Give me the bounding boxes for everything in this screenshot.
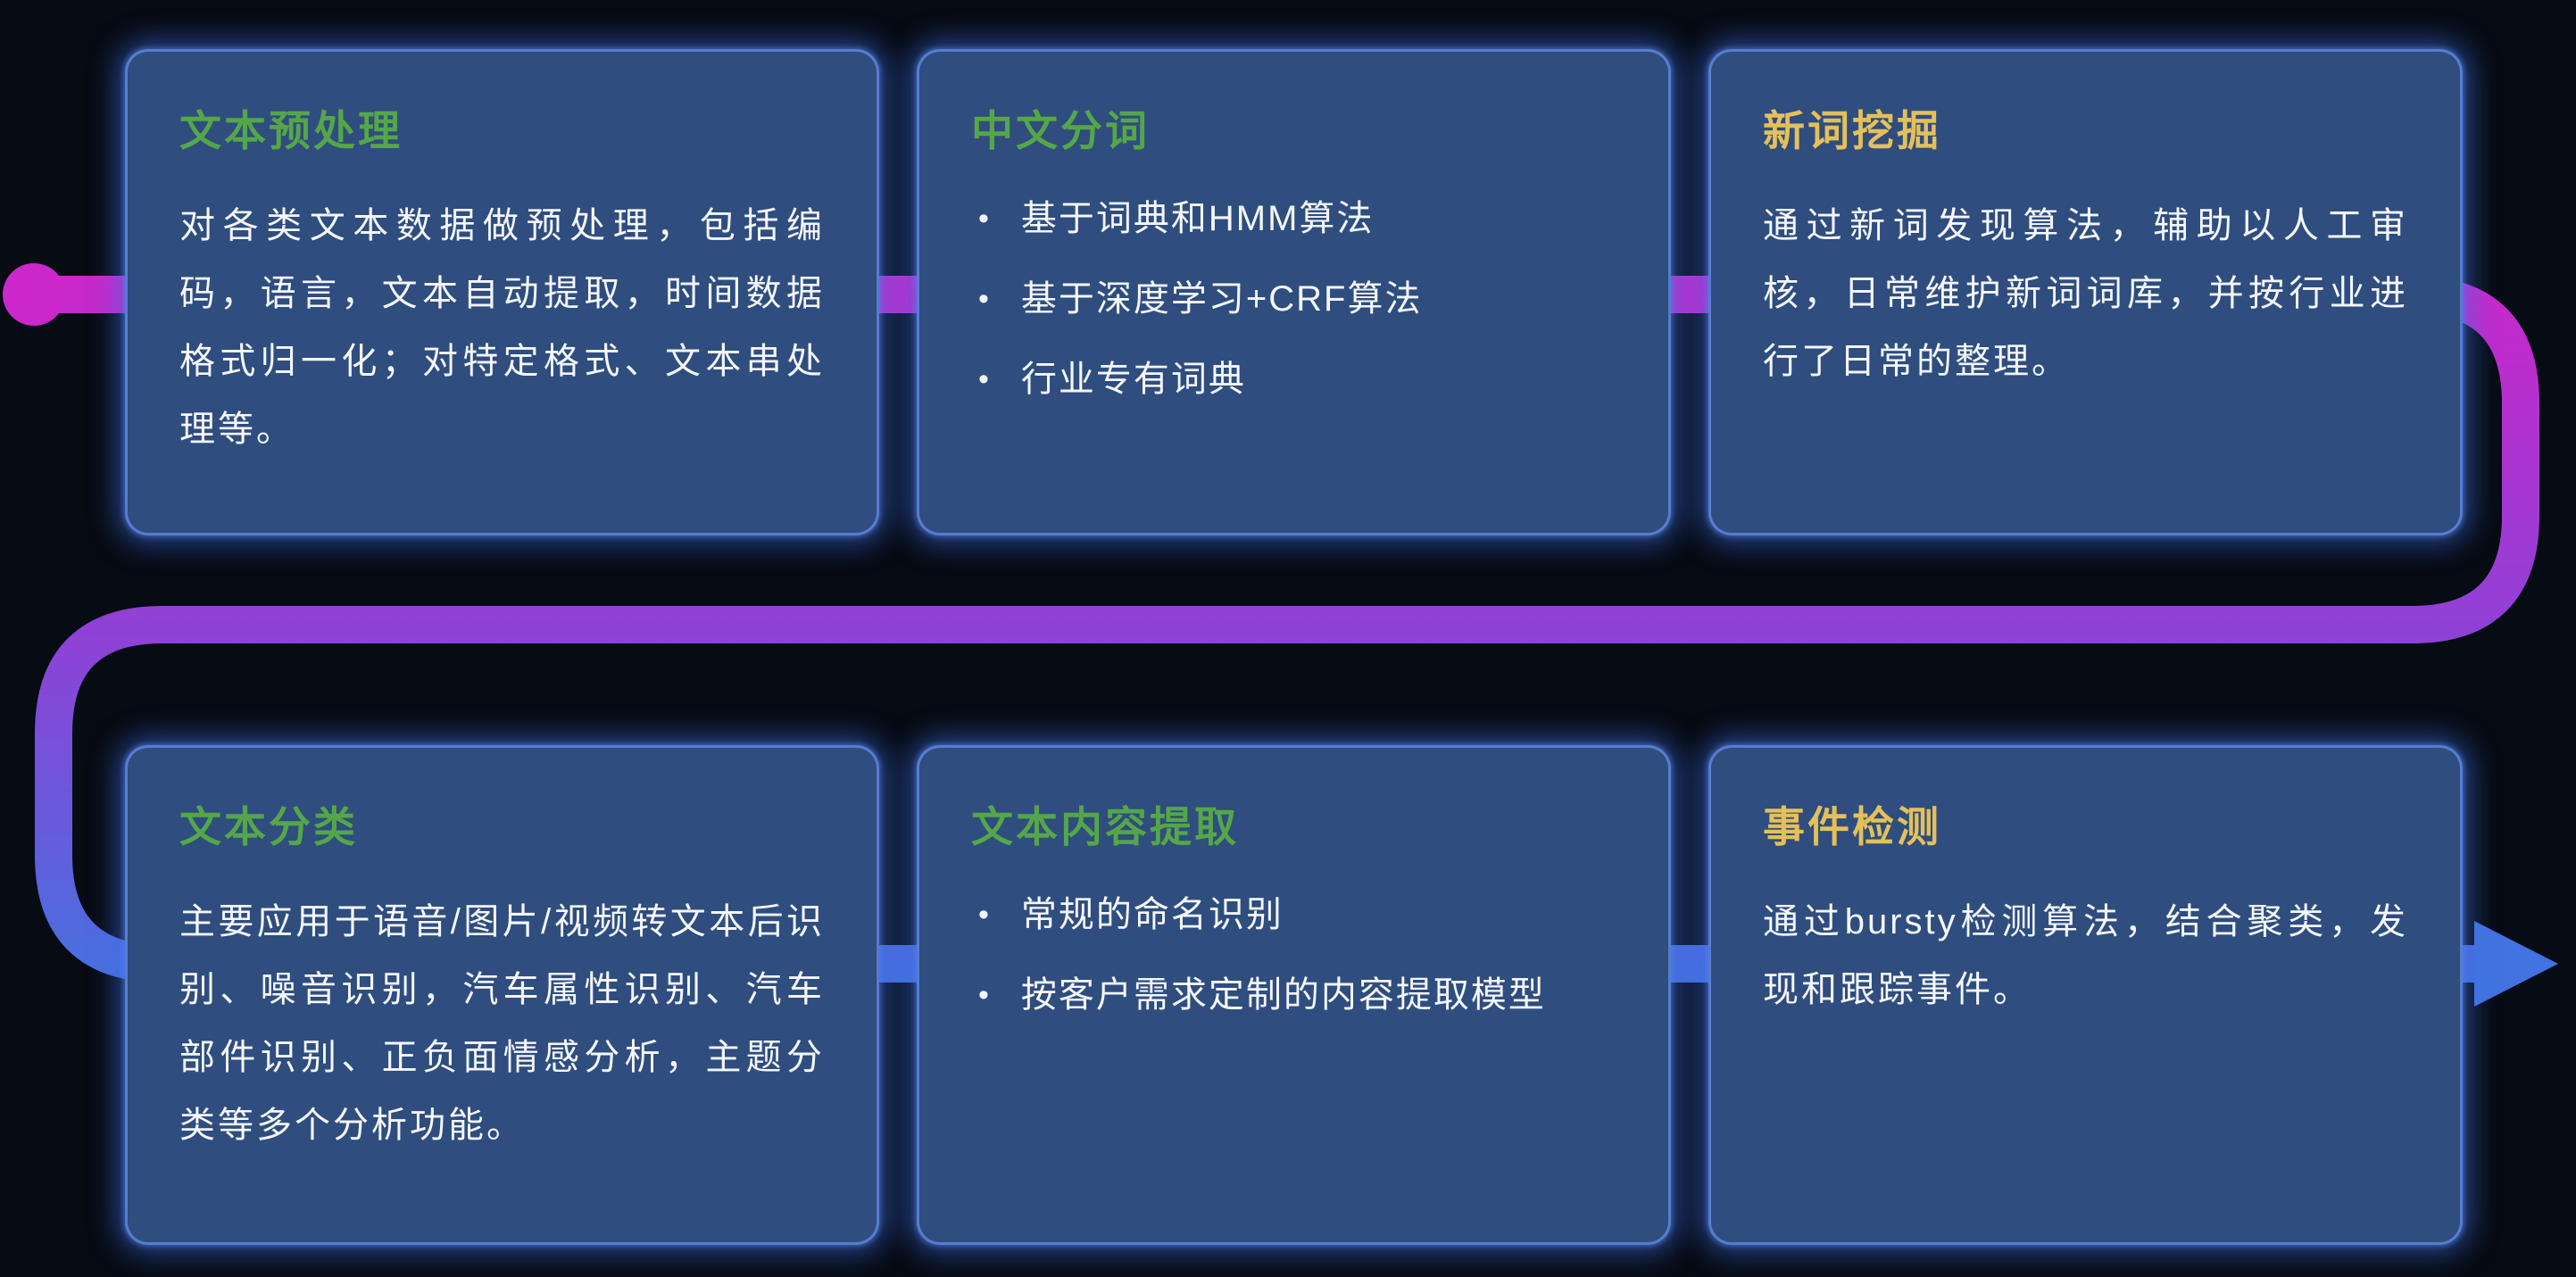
- bullet-text: 基于深度学习+CRF算法: [1020, 279, 1423, 319]
- card-text-classification: 文本分类 主要应用于语音/图片/视频转文本后识别、噪音识别，汽车属性识别、汽车部…: [125, 745, 879, 1245]
- card-title: 文本内容提取: [971, 803, 1239, 850]
- card-new-word-mining: 新词挖掘 通过新词发现算法，辅助以人工审核，日常维护新词词库，并按行业进行了日常…: [1708, 49, 2463, 535]
- bullet-icon: [978, 192, 991, 245]
- bullet-text: 按客户需求定制的内容提取模型: [1020, 975, 1546, 1015]
- bullet-text: 常规的命名识别: [1020, 895, 1284, 934]
- flow-path-line: [15, 276, 2539, 983]
- bullet-icon: [978, 968, 991, 1022]
- card-body-text: 通过新词发现算法，辅助以人工审核，日常维护新词词库，并按行业进行了日常的整理。: [1763, 206, 2408, 381]
- card-title: 中文分词: [971, 107, 1150, 154]
- bullet-item: 基于深度学习+CRF算法: [971, 272, 1616, 326]
- card-text-content-extraction: 文本内容提取 常规的命名识别 按客户需求定制的内容提取模型: [917, 745, 1671, 1245]
- bullet-text: 基于词典和HMM算法: [1020, 199, 1375, 238]
- card-body-text: 通过bursty检测算法，结合聚类，发现和跟踪事件。: [1763, 902, 2408, 1009]
- bullet-list: 常规的命名识别 按客户需求定制的内容提取模型: [971, 888, 1616, 1022]
- bullet-item: 常规的命名识别: [971, 888, 1616, 941]
- card-text-preprocessing: 文本预处理 对各类文本数据做预处理，包括编码，语言，文本自动提取，时间数据格式归…: [125, 49, 879, 535]
- bullet-icon: [978, 352, 991, 406]
- bullet-icon: [978, 272, 991, 326]
- bullet-item: 行业专有词典: [971, 352, 1616, 406]
- card-chinese-word-segmentation: 中文分词 基于词典和HMM算法 基于深度学习+CRF算法 行业专有词典: [917, 49, 1671, 535]
- bullet-item: 基于词典和HMM算法: [971, 192, 1616, 245]
- card-title: 文本分类: [179, 803, 358, 850]
- card-title: 新词挖掘: [1763, 107, 1941, 154]
- bullet-item: 按客户需求定制的内容提取模型: [971, 968, 1616, 1022]
- flow-arrow-icon: [2474, 921, 2558, 1007]
- bullet-icon: [978, 888, 991, 941]
- flow-start-dot: [3, 263, 65, 326]
- card-title: 文本预处理: [179, 107, 403, 154]
- bullet-text: 行业专有词典: [1020, 360, 1246, 399]
- bullet-list: 基于词典和HMM算法 基于深度学习+CRF算法 行业专有词典: [971, 192, 1616, 406]
- card-body-text: 主要应用于语音/图片/视频转文本后识别、噪音识别，汽车属性识别、汽车部件识别、正…: [179, 902, 825, 1145]
- card-title: 事件检测: [1763, 803, 1941, 850]
- card-body-text: 对各类文本数据做预处理，包括编码，语言，文本自动提取，时间数据格式归一化；对特定…: [179, 206, 825, 449]
- card-event-detection: 事件检测 通过bursty检测算法，结合聚类，发现和跟踪事件。: [1708, 745, 2463, 1245]
